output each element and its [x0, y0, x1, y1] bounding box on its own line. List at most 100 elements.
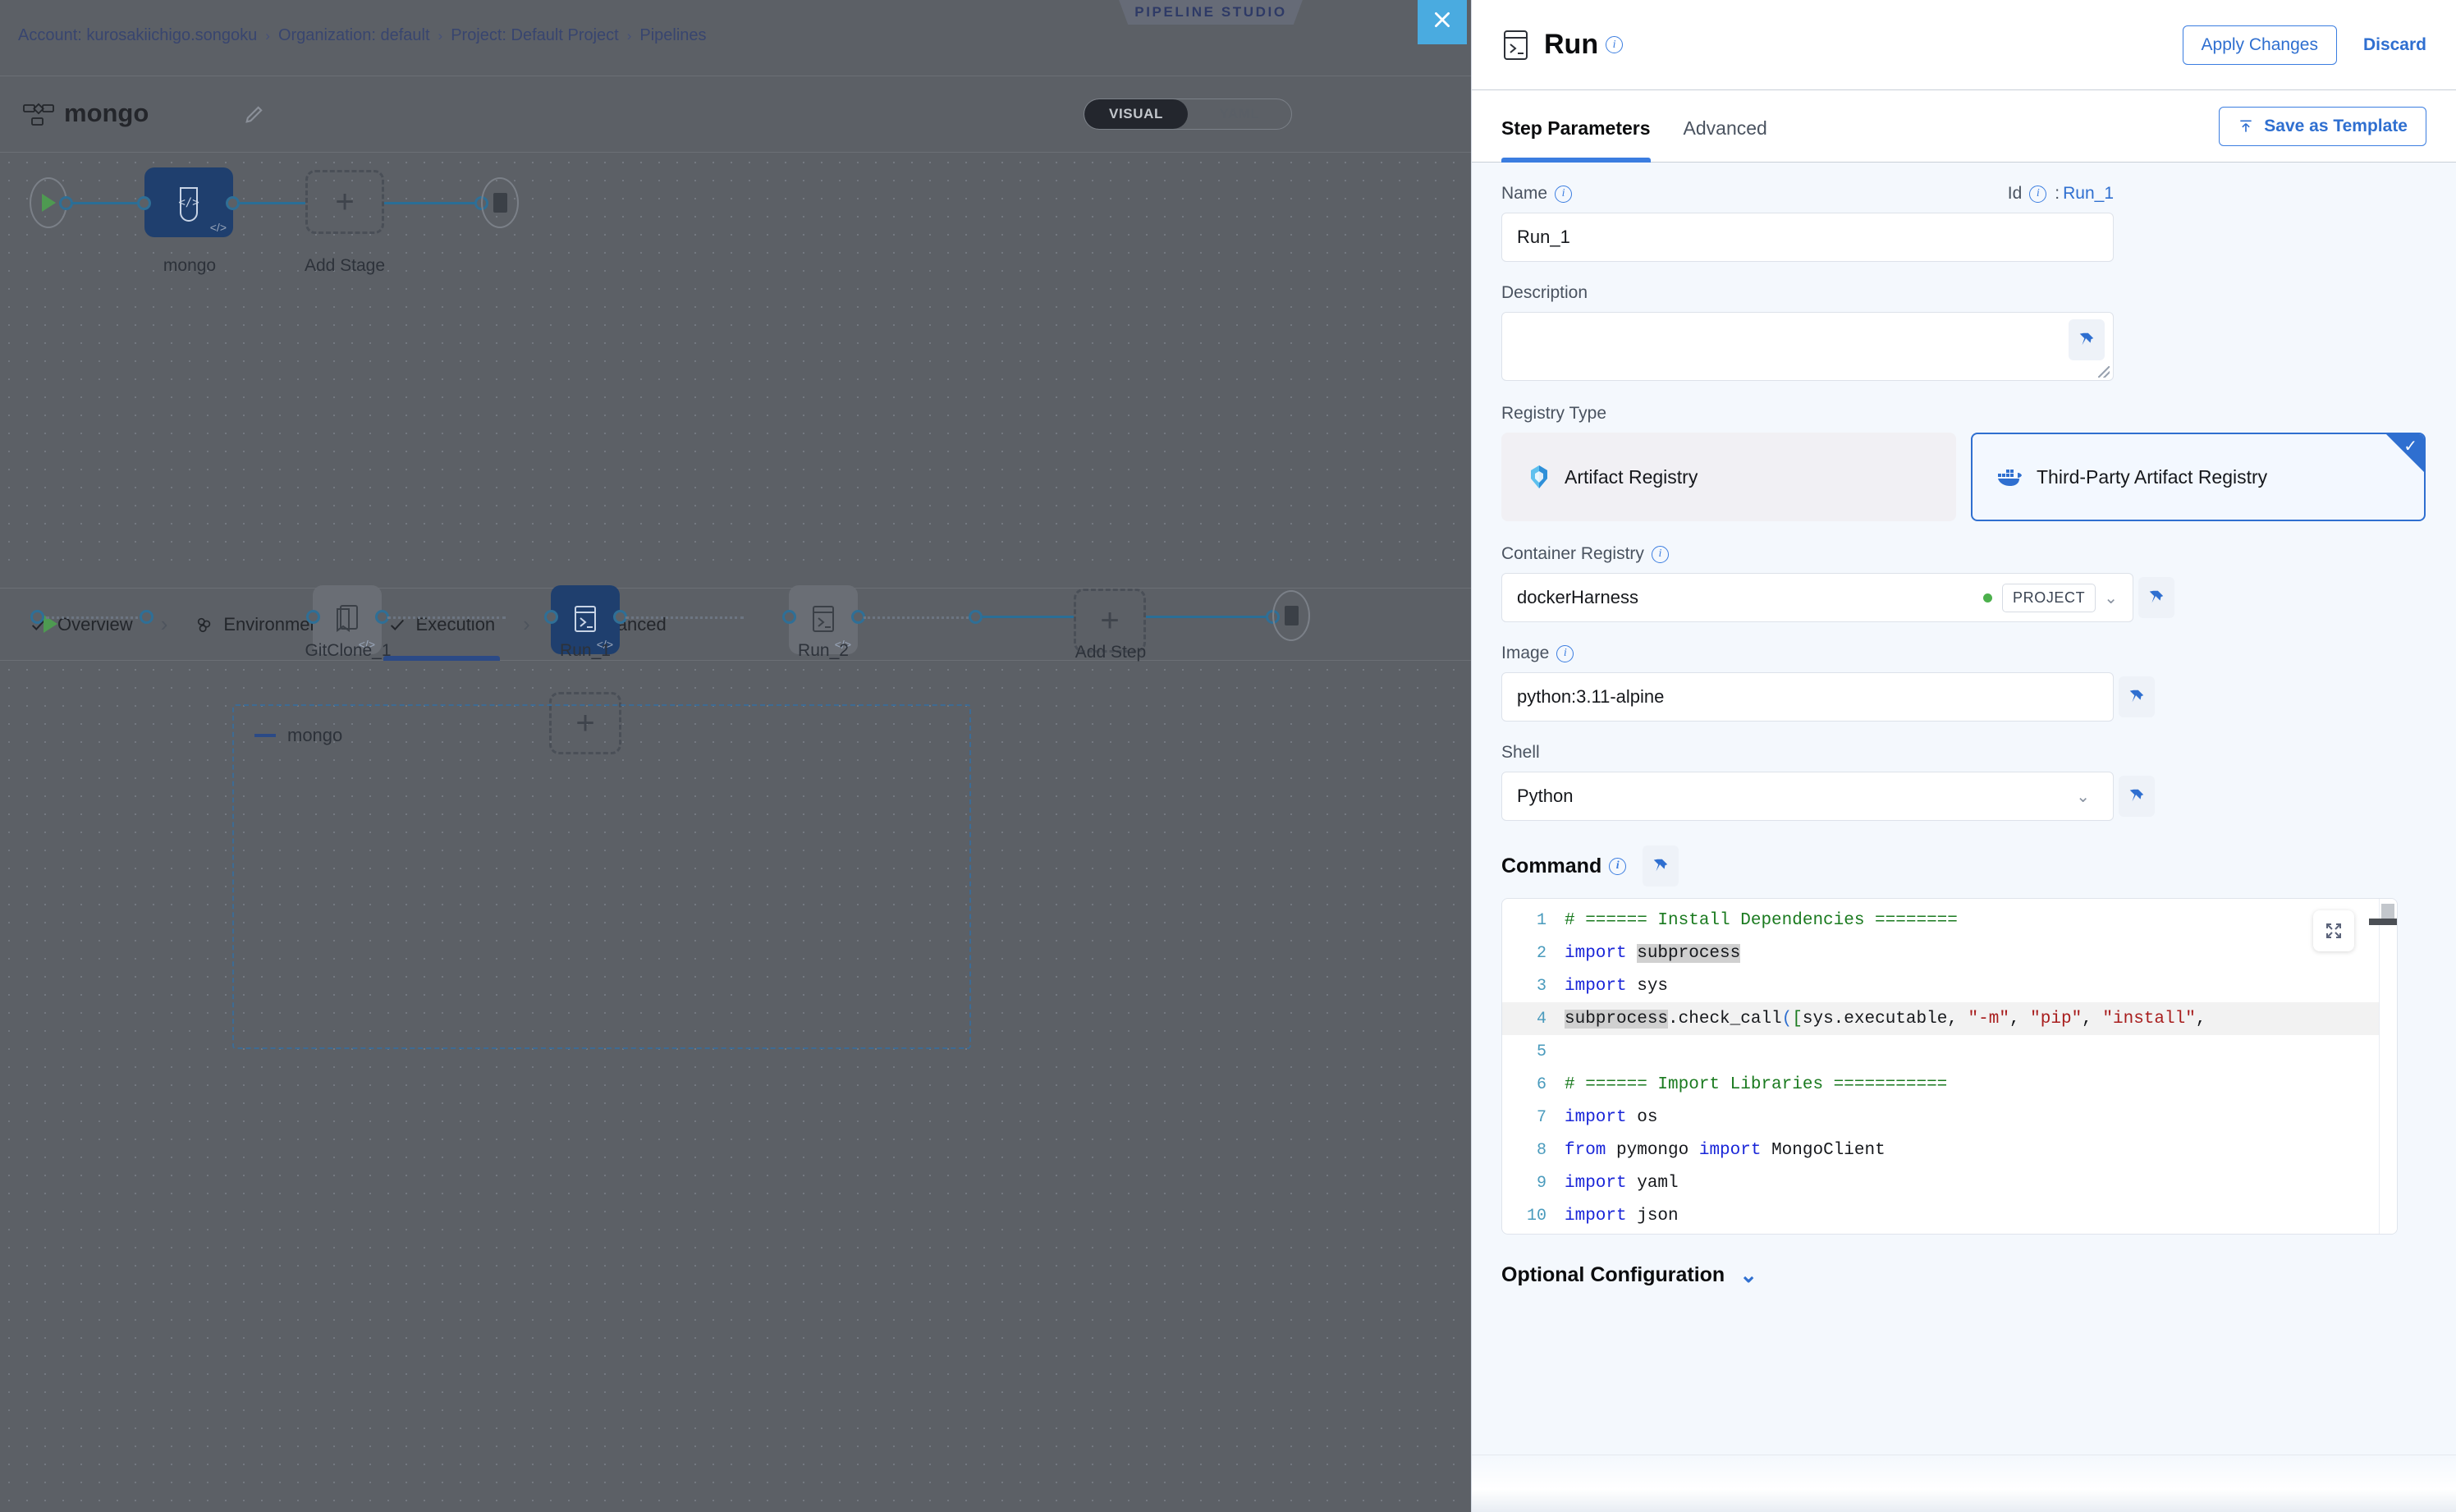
port-exec-start-out — [30, 610, 44, 624]
step-node-gitclone-1[interactable]: </> — [313, 585, 382, 654]
apply-changes-button[interactable]: Apply Changes — [2182, 25, 2337, 65]
shell-row: Python ⌄ — [1501, 772, 2426, 821]
code-text: import subprocess — [1565, 943, 1741, 963]
info-icon[interactable]: i — [1555, 185, 1573, 203]
registry-option-label: Third-Party Artifact Registry — [2037, 465, 2268, 488]
breadcrumb-account[interactable]: Account: kurosakiichigo.songoku — [18, 26, 258, 44]
line-number: 3 — [1536, 976, 1546, 996]
container-registry-label: Container Registry — [1501, 544, 1644, 563]
registry-option-artifact-registry[interactable]: Artifact Registry — [1501, 433, 1956, 521]
edge-addstage-to-end — [384, 202, 476, 204]
shell-select[interactable]: Python ⌄ — [1501, 772, 2114, 821]
add-stage-label: Add Stage — [304, 256, 386, 275]
step-config-panel: Run i Apply Changes Discard Step Paramet… — [1471, 0, 2456, 1512]
image-input[interactable]: python:3.11-alpine — [1501, 672, 2114, 722]
code-badge-icon: </> — [209, 221, 227, 234]
chevron-down-icon[interactable]: ⌄ — [1739, 1262, 1757, 1287]
code-text: import json — [1565, 1206, 1679, 1226]
pipeline-studio-banner-label: PIPELINE STUDIO — [1134, 4, 1287, 20]
breadcrumb: Account: kurosakiichigo.songoku › Organi… — [18, 26, 707, 45]
stage-tab-environment[interactable]: Environment — [190, 588, 330, 661]
toggle-option-visual[interactable]: VISUAL — [1084, 99, 1188, 129]
line-number: 5 — [1536, 1042, 1546, 1061]
pipeline-end-node — [481, 177, 519, 228]
command-pin-button[interactable] — [1643, 845, 1679, 887]
save-as-template-label: Save as Template — [2264, 116, 2408, 135]
info-icon[interactable]: i — [1606, 36, 1624, 53]
code-text: from pymongo import MongoClient — [1565, 1140, 1886, 1160]
step-node-run-2[interactable]: </> — [789, 585, 858, 654]
expand-editor-button[interactable] — [2313, 910, 2354, 951]
add-step-button[interactable]: + — [1074, 589, 1146, 653]
info-icon[interactable]: i — [1556, 644, 1574, 662]
pipeline-title-bar: mongo — [0, 76, 1471, 153]
name-input[interactable]: Run_1 — [1501, 213, 2114, 262]
id-separator: : — [2055, 184, 2060, 203]
step-node-run-1[interactable]: </> — [551, 585, 620, 654]
port-run2-in — [782, 610, 796, 624]
view-mode-toggle[interactable]: VISUAL YAML — [1084, 99, 1292, 130]
registry-type-options: Artifact Registry Third-Party Artifact R… — [1501, 433, 2426, 521]
container-registry-select[interactable]: dockerHarness PROJECT ⌄ — [1501, 573, 2133, 622]
stop-icon — [493, 193, 507, 213]
tab-advanced[interactable]: Advanced — [1683, 117, 1767, 139]
description-textarea[interactable] — [1501, 312, 2114, 381]
tab-step-parameters[interactable]: Step Parameters — [1501, 90, 1651, 163]
stage-group-header[interactable]: mongo — [254, 725, 342, 746]
chevron-down-icon[interactable]: ⌄ — [2076, 787, 2090, 806]
chevron-right-icon: › — [160, 612, 168, 636]
pencil-icon[interactable] — [243, 103, 266, 126]
image-pin-button[interactable] — [2119, 676, 2155, 717]
edge-run2-to-group-end — [864, 616, 978, 619]
breadcrumb-organization[interactable]: Organization: default — [277, 26, 430, 44]
line-number: 2 — [1536, 943, 1546, 963]
add-stage-button[interactable]: + — [305, 170, 384, 234]
stage-node-mongo[interactable]: </> </> — [144, 167, 233, 237]
container-registry-pin-button[interactable] — [2138, 577, 2174, 618]
chevron-right-icon: › — [523, 612, 530, 636]
registry-option-label: Artifact Registry — [1565, 465, 1698, 488]
breadcrumb-pipelines[interactable]: Pipelines — [639, 26, 707, 44]
expand-icon — [2326, 923, 2341, 938]
add-parallel-step-button[interactable]: + — [549, 692, 621, 754]
image-label-group: Image i — [1501, 644, 2426, 663]
line-number: 7 — [1536, 1107, 1546, 1127]
registry-option-third-party[interactable]: Third-Party Artifact Registry ✓ — [1971, 433, 2426, 521]
info-icon[interactable]: i — [2029, 185, 2047, 203]
close-button[interactable] — [1418, 0, 1467, 44]
breadcrumb-project[interactable]: Project: Default Project — [451, 26, 619, 44]
editor-scrollbar[interactable] — [2369, 899, 2397, 1234]
git-clone-icon — [337, 605, 358, 632]
edge-addstep-to-end — [1146, 616, 1271, 618]
discard-button[interactable]: Discard — [2362, 34, 2426, 54]
code-text: subprocess.check_call([sys.executable, "… — [1565, 1009, 2206, 1029]
chevron-down-icon[interactable]: ⌄ — [2104, 589, 2118, 607]
info-icon[interactable]: i — [1651, 545, 1669, 563]
pin-icon — [2079, 332, 2094, 346]
panel-header: Run i Apply Changes Discard — [1472, 0, 2456, 90]
selected-corner-decoration — [2386, 434, 2424, 472]
optional-configuration-toggle[interactable]: Optional Configuration ⌄ — [1501, 1262, 2426, 1288]
add-step-label: Add Step — [1074, 643, 1147, 662]
shell-pin-button[interactable] — [2119, 776, 2155, 817]
collapse-icon[interactable] — [254, 734, 276, 737]
editor-scrollbar-thumb[interactable] — [2381, 904, 2394, 922]
info-icon[interactable]: i — [1609, 857, 1627, 875]
stop-icon — [1284, 606, 1299, 625]
description-pin-button[interactable] — [2069, 319, 2105, 360]
toggle-option-yaml[interactable]: YAML — [1219, 106, 1260, 121]
resize-handle[interactable] — [2098, 366, 2110, 378]
line-number: 9 — [1536, 1173, 1546, 1193]
code-text: # ====== Install Dependencies ======== — [1565, 910, 1958, 930]
code-line: 1# ====== Install Dependencies ======== — [1502, 904, 2397, 937]
stage-group-label: mongo — [287, 725, 343, 745]
command-code-editor[interactable]: 1# ====== Install Dependencies ======== 2… — [1501, 898, 2398, 1235]
step-label-gitclone-1: GitClone_1 — [305, 641, 392, 660]
breadcrumb-bar: Account: kurosakiichigo.songoku › Organi… — [0, 0, 1471, 76]
save-as-template-button[interactable]: Save as Template — [2219, 106, 2426, 146]
line-number: 6 — [1536, 1074, 1546, 1094]
pin-icon — [2129, 690, 2144, 703]
command-label-group: Command i — [1501, 855, 1627, 878]
